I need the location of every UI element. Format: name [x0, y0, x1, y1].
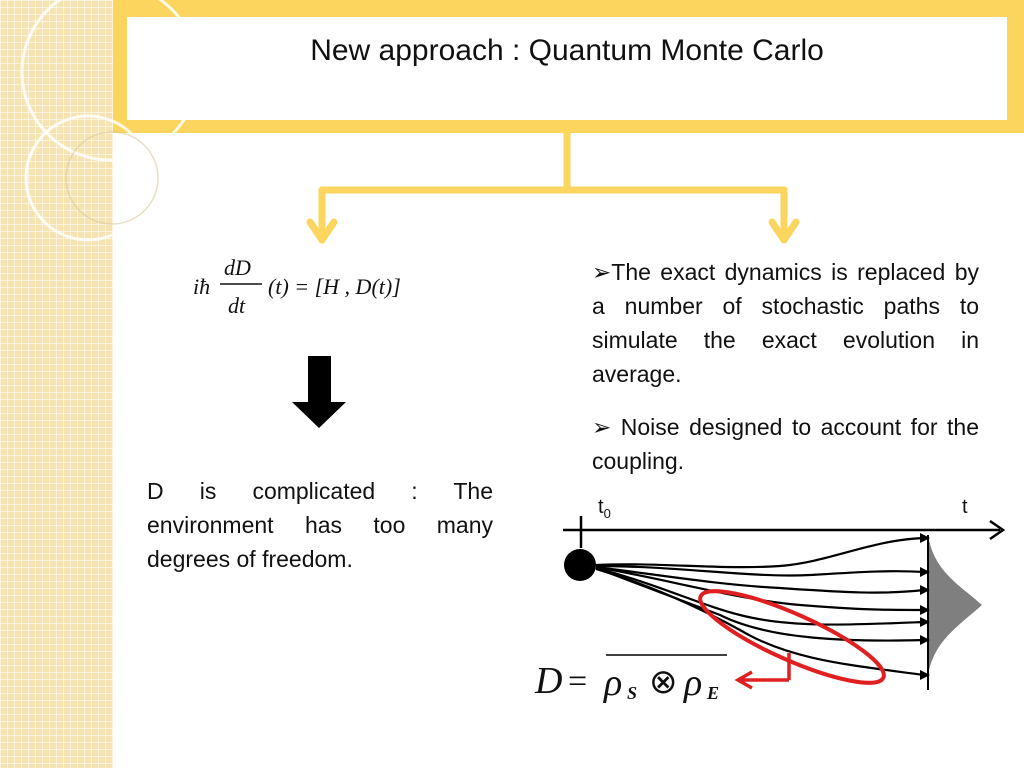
left-explanation: D is complicated : The environment has t…	[147, 478, 493, 572]
decor-ring-inner	[65, 131, 159, 225]
bullet-item-2: ➢ Noise designed to account for the coup…	[592, 410, 979, 478]
t0-label-sub: 0	[603, 506, 611, 521]
t0-label: t0	[598, 496, 611, 521]
decorative-left-band	[0, 0, 113, 768]
formula-rho-e: ρ	[683, 662, 702, 704]
path-arrowheads	[920, 533, 930, 680]
formula-otimes: ⊗	[649, 664, 678, 701]
formula-lhs: D	[534, 660, 562, 702]
bullet-text-2: Noise designed to account for the coupli…	[592, 414, 979, 474]
bullet-text-1: The exact dynamics is replaced by a numb…	[592, 259, 979, 387]
density-formula: D = ρ S ⊗ ρ E	[534, 660, 719, 704]
arrowhead-left	[306, 218, 338, 244]
branch-connector	[306, 129, 800, 244]
decor-ring-large	[20, 0, 200, 162]
bullet-item-1: ➢The exact dynamics is replaced by a num…	[592, 255, 979, 391]
eq-rhs: (t) = [H , D(t)]	[268, 274, 401, 299]
highlight-ellipse	[698, 589, 886, 685]
down-arrow-icon	[292, 356, 346, 428]
formula-rho-s: ρ	[603, 662, 622, 704]
t-label: t	[962, 496, 968, 518]
bullet-marker-2: ➢	[592, 414, 612, 440]
bullet-marker-1: ➢	[592, 259, 612, 285]
arrowhead-right	[768, 218, 800, 244]
formula-eq: =	[568, 663, 587, 700]
distribution-shape	[928, 535, 982, 675]
start-point	[564, 549, 596, 581]
equation: iħ dD dt (t) = [H , D(t)]	[193, 255, 401, 318]
formula-sub-s: S	[627, 683, 637, 703]
slide-title: New approach : Quantum Monte Carlo	[310, 33, 824, 67]
eq-denominator: dt	[228, 293, 246, 318]
highlight-arrow	[734, 653, 791, 690]
eq-prefix: iħ	[193, 274, 210, 299]
formula-sub-e: E	[706, 683, 719, 703]
t0-label-main: t	[598, 496, 604, 518]
eq-numerator: dD	[224, 255, 251, 280]
decor-ring-small	[24, 114, 152, 242]
time-axis	[563, 516, 1006, 548]
stochastic-paths	[595, 536, 925, 677]
title-box: New approach : Quantum Monte Carlo	[127, 17, 1007, 120]
